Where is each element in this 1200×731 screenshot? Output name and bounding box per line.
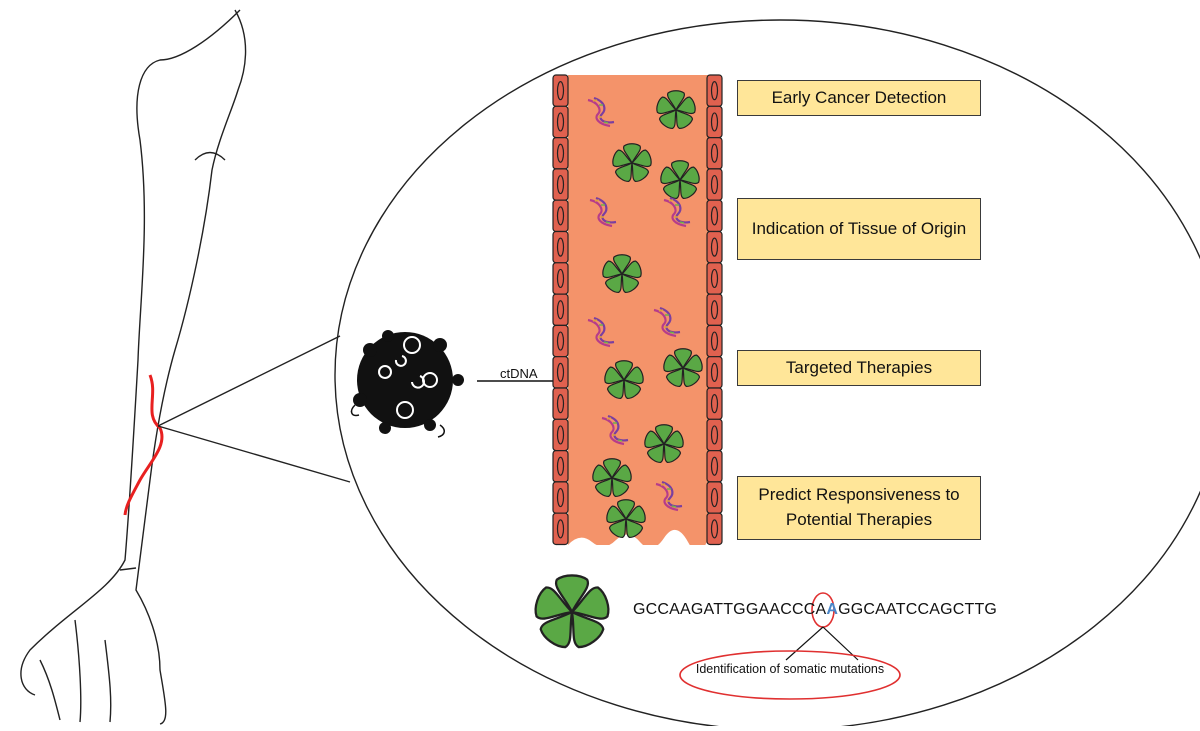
wall-cell <box>552 450 569 483</box>
wall-cell <box>552 293 569 327</box>
wall-cell <box>706 512 723 546</box>
wall-cell <box>552 512 569 546</box>
wall-cell <box>706 168 723 201</box>
wall-cell-nucleus <box>556 394 565 414</box>
wall-cell-nucleus <box>710 81 719 101</box>
wall-cell-nucleus <box>710 206 719 226</box>
wall-cell <box>706 293 723 327</box>
wall-cell-nucleus <box>556 362 565 382</box>
wall-cell <box>552 137 569 170</box>
wall-cell <box>706 74 723 107</box>
wall-cell-nucleus <box>556 112 565 132</box>
wall-cell <box>706 387 723 420</box>
wall-cell <box>706 450 723 483</box>
wall-cell-nucleus <box>710 268 719 289</box>
wall-cell <box>706 105 723 139</box>
wall-cell-nucleus <box>556 487 565 508</box>
wall-cell-nucleus <box>556 456 565 476</box>
wall-cell <box>552 481 569 514</box>
wall-cell <box>706 262 723 295</box>
tumor-cell <box>350 330 464 438</box>
wall-cell-nucleus <box>710 237 719 257</box>
wall-cell <box>552 262 569 295</box>
wall-cell-nucleus <box>710 300 719 320</box>
wall-cell-nucleus <box>710 519 719 539</box>
wall-cell-nucleus <box>710 487 719 508</box>
zoom-line-top <box>157 335 341 427</box>
wall-cell-nucleus <box>710 394 719 414</box>
wall-cell <box>706 137 723 170</box>
wall-cell <box>706 418 723 452</box>
wall-cell-nucleus <box>710 456 719 476</box>
large-nucleosome-icon <box>531 574 613 653</box>
label-targeted-therapies: Targeted Therapies <box>737 350 981 386</box>
wall-cell-nucleus <box>556 268 565 289</box>
sequence-suffix: GGCAATCCAGCTTG <box>838 601 998 618</box>
wall-cell-nucleus <box>710 143 719 163</box>
wall-cell-nucleus <box>710 112 719 132</box>
wall-cell-nucleus <box>556 519 565 539</box>
vessel-bottom-edge <box>568 529 708 553</box>
wall-cell <box>552 105 569 139</box>
wall-cell-nucleus <box>710 362 719 382</box>
wall-cell <box>552 324 569 358</box>
wall-cell-nucleus <box>710 331 719 351</box>
wall-cell <box>706 481 723 514</box>
wall-cell-nucleus <box>556 206 565 226</box>
wall-cell <box>706 199 723 233</box>
wall-cell-nucleus <box>556 300 565 320</box>
wall-cell-nucleus <box>556 143 565 163</box>
mutation-caption: Identification of somatic mutations <box>695 662 885 676</box>
wall-cell <box>552 230 569 264</box>
wall-cell-nucleus <box>556 237 565 257</box>
ctdna-label: ctDNA <box>500 366 538 381</box>
wall-cell <box>552 168 569 201</box>
mutation-caption-ellipse <box>679 650 901 700</box>
vein <box>123 374 164 516</box>
label-predict-responsiveness: Predict Responsiveness to Potential Ther… <box>737 476 981 540</box>
sequence-prefix: GCCAAGATTGGAACCCA <box>633 601 827 618</box>
wall-cell <box>706 324 723 358</box>
dna-sequence: GCCAAGATTGGAACCCAAGGCAATCCAGCTTG <box>633 601 997 619</box>
wall-cell <box>552 199 569 233</box>
wall-cell <box>552 418 569 452</box>
wall-cell <box>552 74 569 107</box>
wall-cell-nucleus <box>556 425 565 445</box>
wall-cell <box>706 356 723 389</box>
zoom-line-bottom <box>157 425 351 483</box>
wall-cell <box>706 230 723 264</box>
wall-cell <box>552 387 569 420</box>
wall-cell <box>552 356 569 389</box>
label-tissue-of-origin: Indication of Tissue of Origin <box>737 198 981 260</box>
wall-cell-nucleus <box>710 174 719 195</box>
arm-outline <box>20 9 247 725</box>
vessel-walls <box>552 74 723 546</box>
wall-cell-nucleus <box>710 425 719 445</box>
wall-cell-nucleus <box>556 174 565 195</box>
wall-cell-nucleus <box>556 81 565 101</box>
mutated-base: A <box>826 601 839 618</box>
wall-cell-nucleus <box>556 331 565 351</box>
callout-line-left <box>785 626 824 661</box>
label-early-cancer-detection: Early Cancer Detection <box>737 80 981 116</box>
